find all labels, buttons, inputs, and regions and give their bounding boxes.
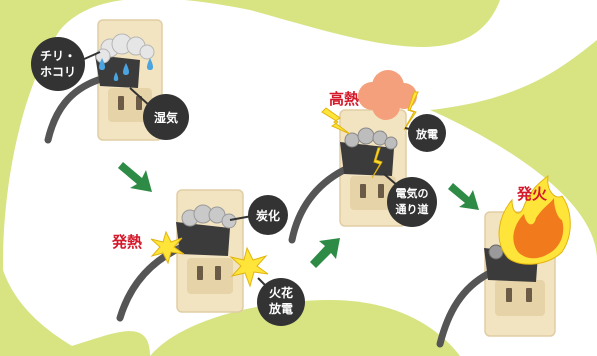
outlet-slot: [215, 266, 221, 280]
spark-icon: [229, 246, 269, 288]
path-label-line1: 電気の: [396, 186, 429, 200]
power-cord: [44, 76, 102, 144]
dust-cloud: [344, 127, 398, 150]
dust-label-line1: チリ・: [40, 49, 76, 63]
discharge-label-bubble: 放電: [404, 114, 446, 152]
power-plug: [340, 142, 394, 176]
background-green-corner: [0, 260, 90, 356]
lightning-icon: [321, 107, 351, 135]
moisture-label: 湿気: [154, 110, 178, 125]
lightning-icon: [371, 147, 383, 179]
power-cord: [436, 270, 492, 348]
discharge-label: 放電: [415, 127, 438, 141]
heat-label: 発熱: [111, 233, 142, 251]
spark-icon: [150, 230, 185, 265]
dust-cloud: [181, 204, 237, 229]
dust-label-line2: ホコリ: [40, 65, 76, 79]
flame-inner: [513, 198, 564, 259]
high-heat-label: 高熱: [329, 90, 359, 108]
carbonize-label: 炭化: [256, 208, 280, 223]
outlet-slot: [506, 288, 512, 302]
fire-label: 発火: [516, 185, 548, 203]
water-drop-icon: [99, 58, 105, 70]
spark-label-line2: 放電: [268, 301, 293, 316]
arrow-icon: [310, 238, 340, 268]
power-plug: [176, 222, 230, 256]
electric-path-label-bubble: 電気の 通り道: [383, 173, 437, 227]
arrow-icon: [118, 162, 152, 192]
outlet-socket-face: [187, 258, 233, 294]
spark-discharge-label-bubble: 火花 放電: [257, 277, 305, 326]
carbonize-label-bubble: 炭化: [229, 195, 288, 235]
power-cord: [288, 166, 348, 244]
outlet-slot: [526, 288, 532, 302]
path-label-line2: 通り道: [396, 202, 429, 216]
water-drop-icon: [123, 63, 129, 75]
lightning-icon: [403, 91, 419, 131]
moisture-label-bubble: 湿気: [129, 87, 189, 140]
step2-outlet-group: [116, 189, 269, 322]
dust-label-bubble: チリ・ ホコリ: [31, 37, 101, 91]
arrow-icon: [448, 183, 479, 210]
outlet-slot: [197, 266, 203, 280]
outlet-slot: [136, 96, 142, 110]
water-drop-icon: [147, 58, 153, 70]
power-plug: [95, 55, 140, 88]
background-green-topleft: [0, 0, 60, 90]
water-drop-icon: [113, 72, 119, 81]
outlet-slot: [378, 184, 384, 198]
outlet-slot: [118, 96, 124, 110]
outlet-slot: [360, 184, 366, 198]
step4-outlet-group: [436, 174, 571, 348]
background-green-lower: [150, 300, 460, 356]
spark-label-line1: 火花: [269, 285, 293, 300]
outlet-socket-face: [495, 280, 545, 316]
